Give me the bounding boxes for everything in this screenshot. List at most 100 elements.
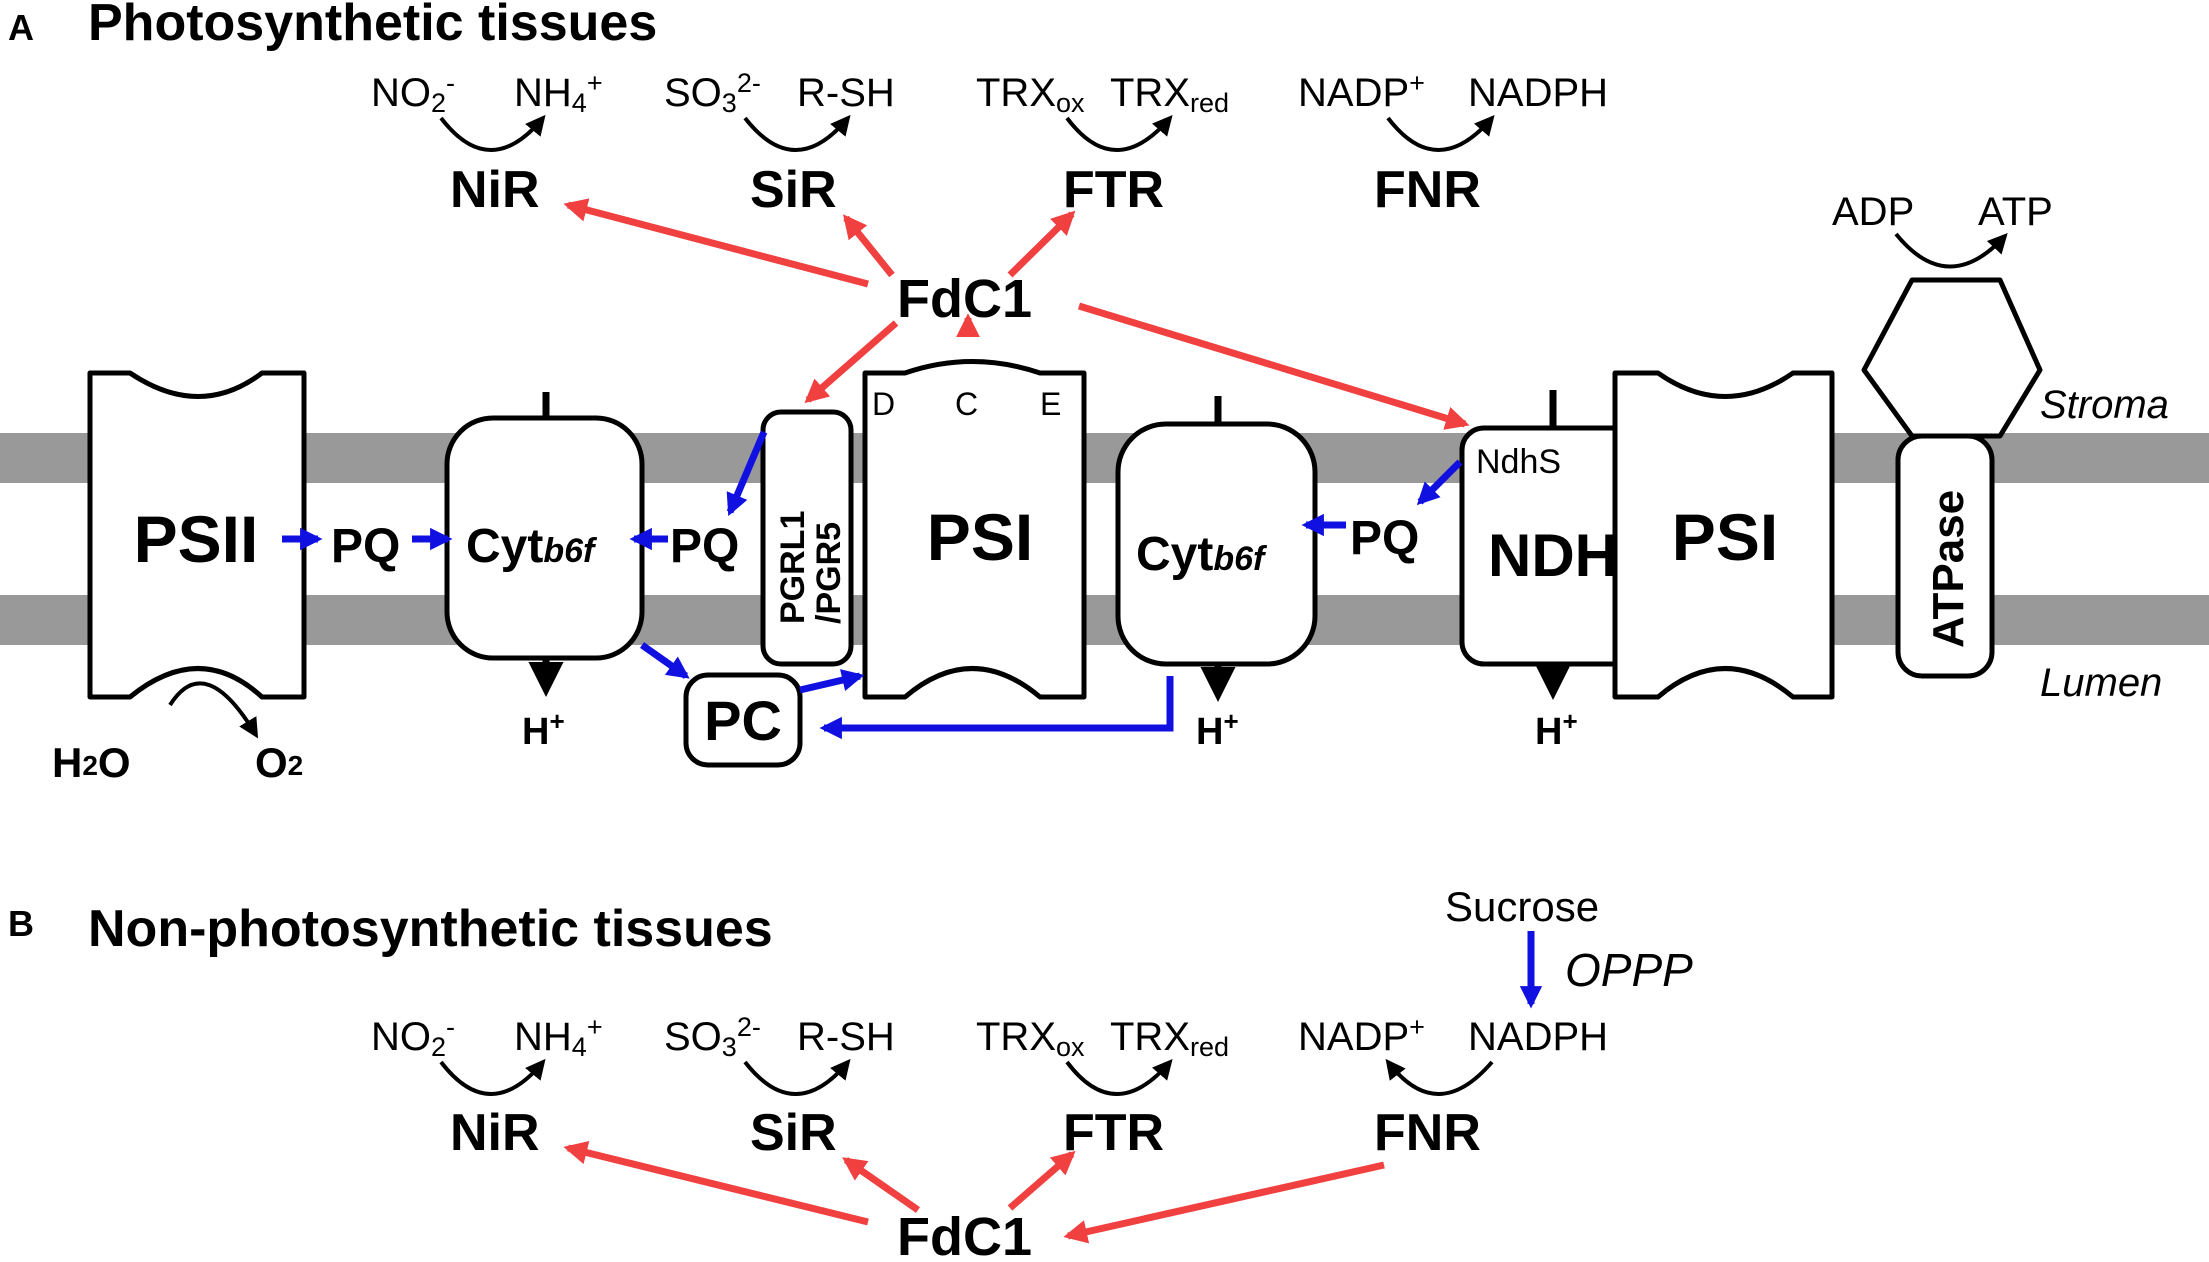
red-arrow-icon [843,214,895,278]
blue-arrow-icon [726,430,768,517]
electron-flow-arrows [282,430,1463,740]
reaction-sir: SO32- R-SH SiR [664,68,895,219]
stroma-label: Stroma [2040,383,2169,427]
svg-text:NADP+: NADP+ [1298,68,1425,115]
blue-arrow-icon [1416,459,1463,506]
svg-text:/PGR5: /PGR5 [810,522,848,624]
svg-text:TRXred: TRXred [1110,1015,1229,1062]
cytb6f-complex: Cytb6f [1115,396,1318,702]
svg-text:SO32-: SO32- [664,68,761,118]
svg-text:D: D [872,386,895,422]
atpase-label: ATPase [1924,490,1973,648]
psi-label: PSI [1672,500,1778,574]
panel-a-title: Photosynthetic tissues [88,0,657,52]
svg-text:PGRL1: PGRL1 [774,511,812,624]
svg-text:TRXox: TRXox [976,1015,1085,1062]
pq-label: PQ [331,520,400,573]
red-arrow-icon [1007,210,1076,278]
red-arrow-icon [842,1157,920,1213]
psii-label: PSII [134,502,259,576]
curved-arrow-icon [1065,1058,1173,1096]
enzyme-sir: SiR [750,161,837,219]
thylakoid-membrane-upper [0,433,2209,483]
reaction-nir: NO2- NH4+ NiR [371,68,603,219]
svg-text:NADPH: NADPH [1468,71,1608,115]
enzyme-nir: NiR [450,161,540,219]
panel-b-title: Non-photosynthetic tissues [88,900,773,958]
reaction-sir: SO32- R-SH SiR [664,1012,895,1162]
enzyme-fnr: FNR [1374,161,1481,219]
plastocyanin: PC [683,672,803,768]
fdc1-label: FdC1 [897,1207,1032,1262]
reaction-fnr: NADP+ NADPH FNR [1298,1012,1608,1162]
curved-arrow-icon [743,114,851,152]
enzyme-ftr: FTR [1063,1104,1164,1162]
h2o-label: H2O [52,739,131,786]
svg-text:NH4+: NH4+ [514,68,603,118]
enzyme-nir: NiR [450,1104,540,1162]
red-arrow-icon [563,198,869,288]
red-arrow-icon [1007,1150,1076,1211]
svg-text:NH4+: NH4+ [514,1012,603,1062]
cyt-label: Cytb6f [1136,528,1268,581]
ndh-label: NDH [1488,522,1618,589]
reaction-nir: NO2- NH4+ NiR [371,1012,603,1162]
reaction-ftr: TRXox TRXred FTR [976,1015,1229,1162]
psi-complex: PSI [1612,370,1835,700]
fdc1-arrows [563,1141,1385,1244]
o2-label: O2 [255,739,303,786]
svg-text:E: E [1040,386,1061,422]
curved-arrow-icon [439,1058,546,1096]
red-arrow-icon [1077,302,1470,430]
enzyme-fnr: FNR [1374,1104,1481,1162]
curved-arrow-icon [168,681,259,739]
proton-label: H+ [1196,706,1239,753]
svg-text:R-SH: R-SH [797,1015,895,1059]
sucrose-label: Sucrose [1445,883,1599,930]
red-arrow-icon [1063,1161,1385,1244]
svg-text:NO2-: NO2- [371,1012,455,1062]
svg-text:R-SH: R-SH [797,71,895,115]
curved-arrow-icon [1386,114,1495,152]
proton-label: H+ [522,706,565,753]
pq-label: PQ [670,520,739,573]
cytb6f-complex: Cytb6f [444,392,645,697]
curved-arrow-icon [743,1058,851,1096]
red-arrow-icon [804,320,899,404]
svg-text:NO2-: NO2- [371,68,455,118]
proton-label: H+ [1535,706,1578,753]
svg-text:NADP+: NADP+ [1298,1012,1425,1059]
pgrl1-pgr5-complex: PGRL1 /PGR5 [760,409,854,667]
reaction-ftr: TRXox TRXred FTR [976,71,1229,219]
pc-label: PC [704,689,782,752]
curved-arrow-icon [439,114,546,152]
svg-text:C: C [955,386,978,422]
enzyme-ftr: FTR [1063,161,1164,219]
atp-label: ATP [1978,190,2053,234]
adp-label: ADP [1832,190,1914,234]
fdc1-arrows [563,198,1470,430]
pq-label: PQ [1350,512,1419,565]
panel-b-letter: B [8,903,34,944]
thylakoid-membrane-lower [0,595,2209,645]
psi-label: PSI [927,500,1033,574]
svg-text:SO32-: SO32- [664,1012,761,1062]
psi-complex: D C E PSI [862,359,1087,700]
lumen-label: Lumen [2040,661,2162,705]
panel-a-letter: A [8,7,34,48]
curved-arrow-icon [1065,114,1173,152]
enzyme-sir: SiR [750,1104,837,1162]
blue-arrow-icon [799,669,865,694]
psii-complex: PSII [87,370,307,700]
blue-arrow-icon [819,676,1174,740]
svg-text:TRXred: TRXred [1110,71,1229,118]
cyt-label: Cytb6f [466,520,598,573]
blue-arrow-icon [639,642,690,679]
atp-synthase: ATPase [1861,277,2043,679]
svg-text:NADPH: NADPH [1468,1015,1608,1059]
curved-arrow-icon [1385,1058,1494,1096]
ndh-complex: NdhS NDH [1459,390,1645,700]
reaction-fnr: NADP+ NADPH FNR [1298,68,1608,219]
curved-arrow-icon [1894,232,2008,269]
